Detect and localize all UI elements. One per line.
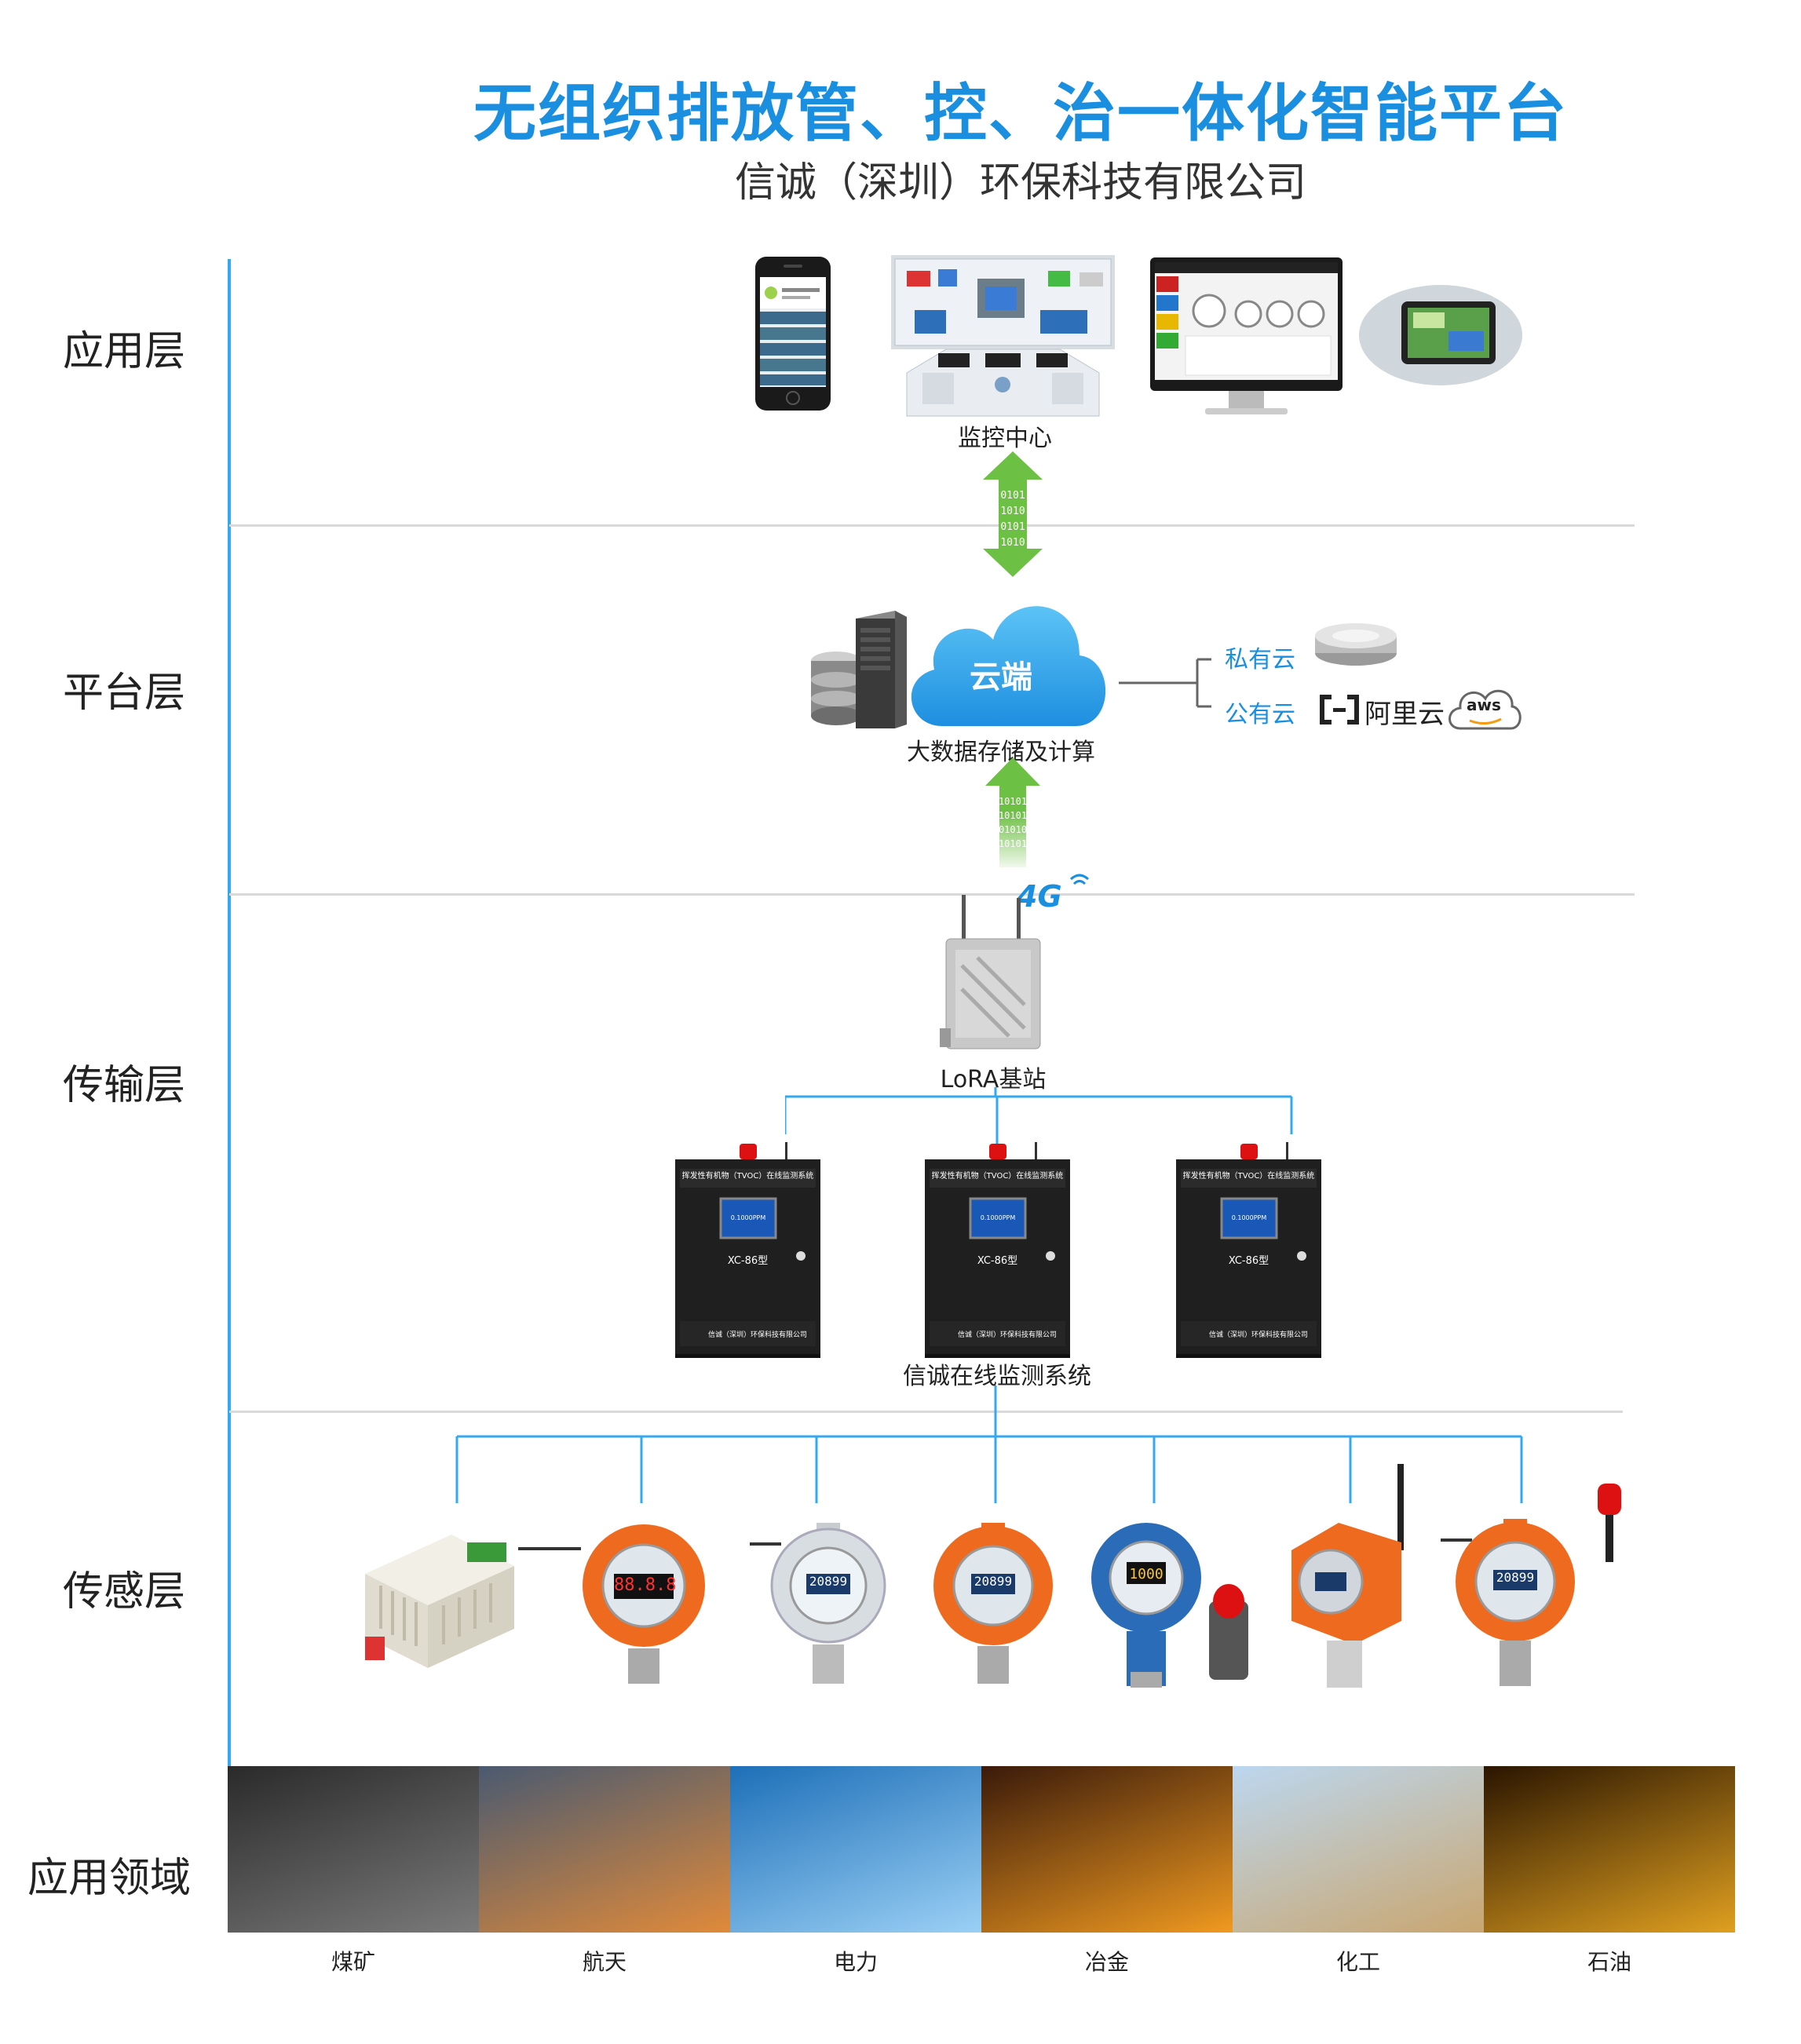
station-cabinet-connector	[785, 1087, 1293, 1150]
database-icon	[811, 652, 861, 725]
cabinet-2-title: 挥发性有机物（TVOC）在线监测系统	[931, 1172, 1064, 1181]
layer-label-transport: 传输层	[63, 1062, 186, 1109]
monitor-center-caption: 监控中心	[958, 425, 1052, 452]
detector-3-display: 20899	[974, 1574, 1013, 1589]
online-system-caption: 信诚在线监测系统	[903, 1363, 1091, 1390]
svg-text:1010: 1010	[1000, 537, 1025, 549]
gas-detector-silver	[750, 1523, 886, 1684]
aliyun-logo-icon	[1320, 695, 1359, 725]
smartphone-app-image	[755, 257, 831, 411]
svg-text:10101: 10101	[999, 796, 1027, 807]
monitor-center-image	[891, 255, 1115, 417]
layer-label-app: 应用层	[63, 328, 186, 375]
page-title: 无组织排放管、控、治一体化智能平台	[473, 77, 1568, 150]
svg-text:0101: 0101	[1000, 490, 1025, 502]
field-caption-4: 冶金	[1084, 1949, 1129, 1975]
aws-cloud-icon	[1448, 689, 1522, 730]
dashboard-monitor-image	[1150, 257, 1343, 414]
cabinet-2-screen: 0.1000PPM	[980, 1214, 1016, 1221]
page-subtitle: 信诚（深圳）环保科技有限公司	[734, 159, 1306, 206]
field-image-6	[1484, 1766, 1735, 1933]
field-caption-2: 航天	[582, 1949, 627, 1975]
base-station-caption: LoRA基站	[940, 1066, 1047, 1093]
cabinet-3-screen: 0.1000PPM	[1231, 1214, 1267, 1221]
field-image-1	[228, 1766, 479, 1933]
layer-label-fields: 应用领域	[27, 1855, 192, 1902]
wifi-signal-icon	[1069, 874, 1090, 885]
field-image-2	[479, 1766, 730, 1933]
upload-arrow-icon: 10101 10101 01010 10101	[985, 757, 1040, 867]
svg-text:1010: 1010	[1000, 506, 1025, 517]
cabinet-2-model: XC-86型	[977, 1255, 1018, 1267]
separator-app-platform	[229, 524, 1635, 527]
gas-detector-orange-2	[933, 1523, 1053, 1684]
gas-detector-orange-1	[518, 1524, 705, 1684]
field-caption-1: 煤矿	[331, 1949, 375, 1975]
aliyun-logo-text: 阿里云	[1364, 699, 1445, 730]
private-cloud-label: 私有云	[1225, 646, 1295, 673]
detector-2-display: 20899	[809, 1574, 848, 1589]
monitoring-cabinet-3	[1176, 1142, 1321, 1358]
cloud-icon	[911, 606, 1106, 726]
detector-5-display: 20899	[1496, 1570, 1535, 1585]
field-image-5	[1233, 1766, 1484, 1933]
separator-transport-sensing	[229, 1411, 1623, 1413]
separator-platform-transport	[229, 893, 1635, 896]
field-image-3	[730, 1766, 981, 1933]
aws-label: aws	[1467, 695, 1501, 714]
wireless-gas-detector	[1291, 1464, 1404, 1688]
cloud-label: 云端	[970, 659, 1032, 695]
svg-text:01010: 01010	[999, 824, 1027, 835]
tablet-image	[1359, 285, 1522, 385]
sensor-bus-connector	[455, 1385, 1523, 1503]
svg-text:10101: 10101	[999, 810, 1027, 821]
field-caption-3: 电力	[833, 1949, 878, 1975]
cloud-type-connector	[1119, 658, 1211, 708]
cabinet-3-title: 挥发性有机物（TVOC）在线监测系统	[1182, 1172, 1315, 1181]
field-image-4	[981, 1766, 1233, 1933]
public-cloud-label: 公有云	[1225, 701, 1295, 728]
layer-label-platform: 平台层	[63, 670, 186, 717]
detector-4-display: 1000	[1129, 1566, 1164, 1582]
monitoring-cabinet-1	[675, 1142, 820, 1358]
field-caption-6: 石油	[1587, 1949, 1631, 1975]
cabinet-1-company: 信诚（深圳）环保科技有限公司	[707, 1331, 807, 1339]
network-4g-label: 4G	[1017, 879, 1062, 914]
detector-1-display: 88.8.8	[614, 1575, 677, 1595]
double-arrow-icon: 0101 1010 0101 1010	[983, 451, 1043, 577]
field-caption-5: 化工	[1335, 1949, 1380, 1975]
svg-text:0101: 0101	[1000, 521, 1025, 533]
cabinet-1-screen: 0.1000PPM	[730, 1214, 766, 1221]
private-cloud-device-icon	[1315, 623, 1397, 666]
cabinet-1-title: 挥发性有机物（TVOC）在线监测系统	[681, 1172, 814, 1181]
server-tower-icon	[856, 611, 907, 728]
cabinet-3-company: 信诚（深圳）环保科技有限公司	[1208, 1331, 1308, 1339]
layer-axis-line	[228, 259, 231, 1790]
temperature-humidity-sensor	[365, 1535, 514, 1668]
cabinet-1-model: XC-86型	[727, 1255, 769, 1267]
big-data-caption: 大数据存储及计算	[907, 739, 1095, 766]
monitoring-cabinet-2	[925, 1142, 1070, 1358]
cabinet-2-company: 信诚（深圳）环保科技有限公司	[957, 1331, 1057, 1339]
cabinet-3-model: XC-86型	[1228, 1255, 1269, 1267]
gas-detector-orange-3	[1441, 1484, 1621, 1686]
lora-base-station-image	[940, 895, 1041, 1049]
layer-label-sensing: 传感层	[63, 1568, 186, 1615]
gas-detector-blue-with-alarm	[1091, 1523, 1248, 1688]
svg-text:10101: 10101	[999, 838, 1027, 849]
